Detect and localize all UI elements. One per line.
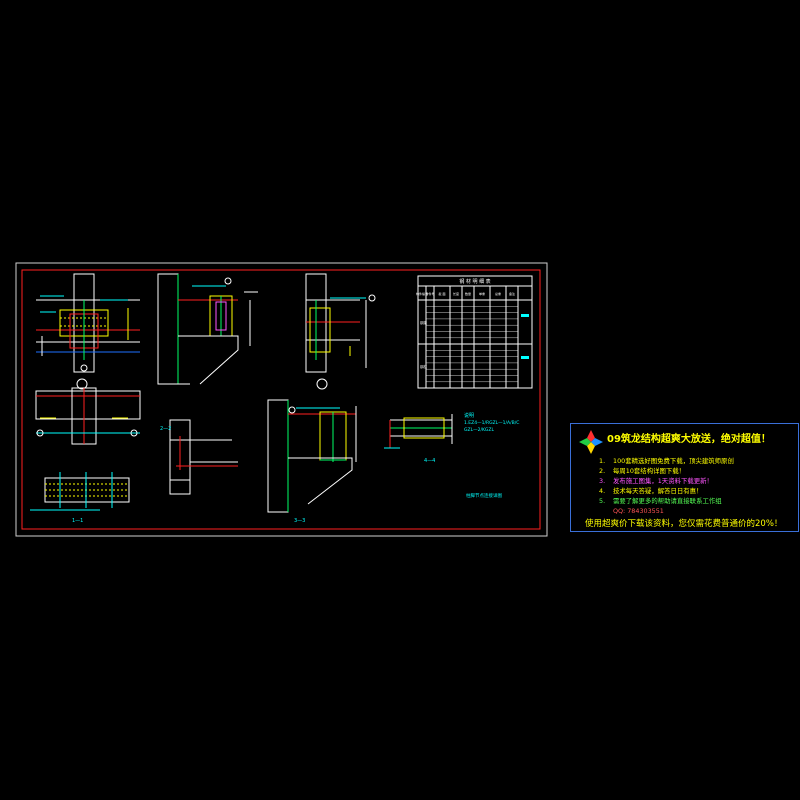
promo-item-2[interactable]: 2.每周10套结构详图下载！ [599, 467, 686, 475]
table-header-cell: 总重 [495, 291, 501, 296]
note-line-2: GZL—2/KGZL [464, 427, 494, 433]
note-title: 说明 [464, 412, 474, 419]
table-header-cell: 备注 [509, 291, 515, 296]
promo-footer[interactable]: 使用超爽价下载该资料，您仅需花费普通价的20%！ [585, 519, 783, 529]
detail-center-small: 2—2 [160, 419, 238, 495]
detail-right-top [305, 273, 376, 390]
table-header-cell: 截 面 [439, 291, 446, 296]
table-header-cell: 长度 [453, 291, 459, 296]
promo-item-4[interactable]: 4.技术每天答疑，解答日日有惠！ [599, 487, 703, 495]
table-header-cell: 单重 [479, 291, 485, 296]
promo-list: 1.100套精选好图免费下载，顶尖建筑师原创 2.每周10套结构详图下载！ 3.… [599, 456, 734, 516]
footer-caption: 柱脚节点连接详图 [466, 492, 502, 499]
detail-center-bottom: 3—3 [267, 399, 357, 524]
inner-frame [21, 269, 541, 530]
detail-plan-left: 1—1 [30, 472, 130, 524]
detail-top-left [36, 273, 140, 390]
section-label-1: 1—1 [72, 518, 83, 524]
section-label-2: 2—2 [160, 426, 171, 432]
notes: 说明 1.EZ4—1/RGZL—1/A/B/C GZL—2/KGZL 柱脚节点连… [464, 412, 519, 499]
detail-center-top [157, 273, 258, 385]
promo-item-3[interactable]: 3.发布施工图集，1天资料下载更新！ [599, 477, 713, 485]
detail-right-beam: 4—4 [384, 414, 453, 464]
detail-beam-elevation [35, 387, 141, 445]
logo-icon [579, 430, 603, 454]
table-title: 钢 材 明 细 表 [459, 278, 490, 285]
promo-item-1[interactable]: 1.100套精选好图免费下载，顶尖建筑师原创 [599, 457, 734, 465]
table-group-beam: 钢梁 [420, 320, 428, 325]
table-header-cell: 构件编号 [416, 291, 428, 296]
note-line-1: 1.EZ4—1/RGZL—1/A/B/C [464, 420, 519, 426]
promo-title: 09筑龙结构超爽大放送，绝对超值！ [607, 434, 771, 445]
table-mark-1 [521, 314, 529, 317]
section-label-3: 3—3 [294, 518, 305, 524]
table-group-column: 钢柱 [420, 364, 428, 369]
promo-contact[interactable]: QQ: 784303551 [613, 507, 664, 515]
section-label-4: 4—4 [424, 458, 435, 464]
outer-frame [15, 262, 548, 537]
promo-item-5[interactable]: 5.需要了解更多的帮助请直接联系工作组 [599, 497, 722, 505]
table-header-cell: 数量 [465, 291, 471, 296]
table-mark-2 [521, 356, 529, 359]
table-header-cell: 零件号 [425, 291, 434, 296]
promo-panel[interactable]: 09筑龙结构超爽大放送，绝对超值！ 1.100套精选好图免费下载，顶尖建筑师原创… [570, 423, 799, 532]
steel-schedule-table: 钢 材 明 细 表 构件编号零件号截 面 长度 数量 单重 总重 备注 钢梁 钢柱 [416, 275, 533, 389]
